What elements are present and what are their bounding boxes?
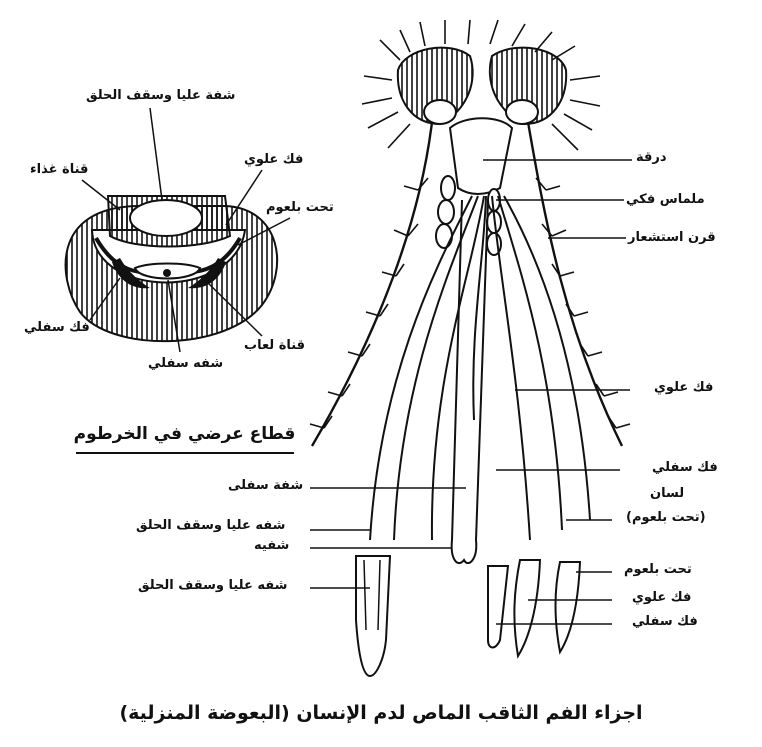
labrum-tip: [356, 556, 390, 676]
tip-leaders: [496, 572, 612, 624]
head-drawing: [310, 20, 632, 563]
label-maxillary-palp: ملماس فكي: [626, 192, 705, 208]
cross-section-title: قطاع عرضي في الخرطوم: [62, 424, 307, 444]
clypeus-shape: [450, 118, 512, 194]
label-antenna: قرن استشعار: [628, 230, 716, 246]
label-clypeus: درقة: [636, 150, 667, 166]
cross-section-drawing: [66, 108, 290, 352]
upper-jaw-tip: [514, 560, 540, 656]
label-upper-jaw-section: فك علوي: [244, 152, 303, 168]
label-tip-lower-jaw: فك سفلي: [632, 614, 698, 630]
label-upper-lip-roof-head: شفه عليا وسقف الحلق: [136, 518, 285, 534]
lower-jaw-tip: [556, 562, 581, 652]
cross-section-saliva-canal: [163, 269, 171, 277]
antenna-base-right: [506, 100, 538, 124]
label-lower-jaw-line2: لسان: [650, 486, 684, 502]
stylet-tips: [310, 556, 612, 676]
label-labellum: شفيه: [254, 538, 289, 554]
label-lower-jaw-line3: (تحت بلعوم): [626, 510, 706, 526]
label-tip-hypopharynx: تحت بلعوم: [624, 562, 692, 578]
antenna-left: [312, 122, 432, 446]
label-tip-upper-jaw: فك علوي: [632, 590, 691, 606]
cross-section-food-canal: [130, 200, 202, 236]
cross-section-title-underline: [76, 452, 294, 454]
hypopharynx-tip: [488, 566, 508, 648]
label-saliva-canal: قناة لعاب: [244, 338, 305, 354]
labella-tip: [452, 540, 477, 563]
label-hypopharynx-section: تحت بلعوم: [266, 200, 334, 216]
label-upper-jaw-head: فك علوي: [654, 380, 713, 396]
label-lower-lip-section: شفه سفلي: [148, 356, 223, 372]
antenna-base-left: [424, 100, 456, 124]
label-lower-lip-head: شفة سفلى: [228, 478, 303, 494]
figure-caption: اجزاء الفم الثاقب الماص لدم الإنسان (الب…: [0, 702, 762, 724]
label-food-canal: قناة غذاء: [30, 162, 88, 178]
label-upper-lip-roof-section: شفة عليا وسقف الحلق: [86, 88, 235, 104]
label-lower-jaw-line1: فك سفلي: [652, 460, 718, 476]
label-lower-jaw-section: فك سفلي: [24, 320, 90, 336]
label-upper-lip-roof-tip: شفه عليا وسقف الحلق: [138, 578, 287, 594]
